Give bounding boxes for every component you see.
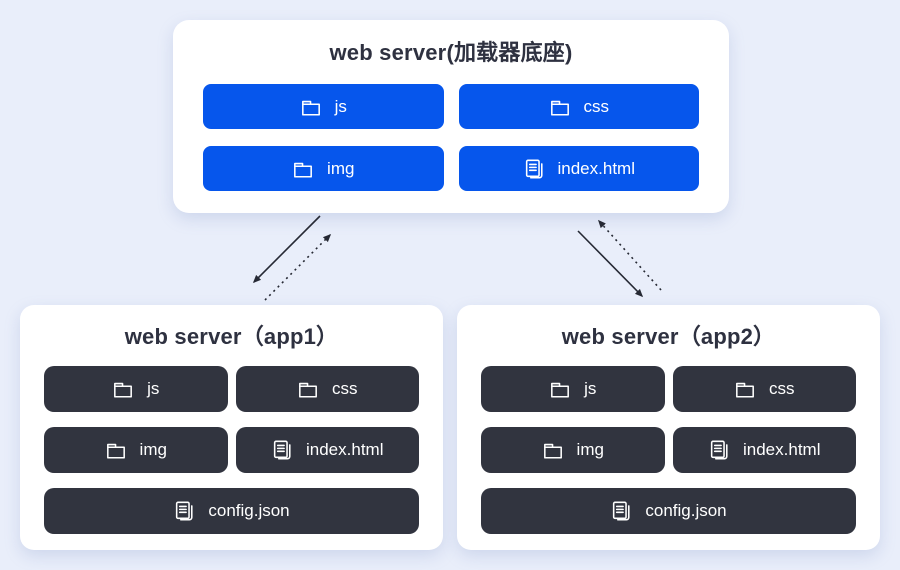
app1-item-css: css xyxy=(235,366,419,412)
arrow-loader-to-app1 xyxy=(252,215,321,284)
folder-icon xyxy=(297,379,319,399)
folder-icon xyxy=(292,159,314,179)
app2-item-js: js xyxy=(481,366,665,412)
folder-icon xyxy=(300,97,322,117)
app1-button-grid: js css img index.html config.json xyxy=(44,366,419,534)
arrow-loader-to-app2 xyxy=(577,230,644,298)
app2-card: web server（app2） js css img index.html xyxy=(457,305,880,550)
app2-item-config-json-label: config.json xyxy=(645,501,727,520)
app1-card-title: web server（app1） xyxy=(124,324,339,349)
file-icon xyxy=(708,439,730,461)
loader-item-index-html: index.html xyxy=(458,146,699,191)
app1-item-config-json: config.json xyxy=(44,488,419,534)
app1-item-js-label: js xyxy=(147,379,160,398)
folder-icon xyxy=(734,379,756,399)
app1-item-img: img xyxy=(44,427,228,473)
loader-card-title: web server(加载器底座) xyxy=(329,40,573,65)
app2-item-index-html: index.html xyxy=(672,427,856,473)
app1-item-index-html: index.html xyxy=(235,427,419,473)
folder-icon xyxy=(105,440,127,460)
loader-item-css: css xyxy=(458,84,699,129)
loader-button-grid: js css img index.html xyxy=(203,84,699,191)
file-icon xyxy=(610,500,632,522)
loader-item-js-label: js xyxy=(334,96,347,116)
folder-icon xyxy=(549,379,571,399)
file-icon xyxy=(271,439,293,461)
app2-item-js-label: js xyxy=(584,379,597,398)
folder-icon xyxy=(542,440,564,460)
folder-icon xyxy=(549,97,571,117)
app1-item-js: js xyxy=(44,366,228,412)
loader-item-img: img xyxy=(203,146,444,191)
app2-item-index-html-label: index.html xyxy=(743,440,821,459)
app2-item-css: css xyxy=(672,366,856,412)
loader-card: web server(加载器底座) js css img index.html xyxy=(173,20,729,213)
app1-item-css-label: css xyxy=(332,379,358,398)
app1-item-img-label: img xyxy=(139,440,167,459)
loader-item-css-label: css xyxy=(583,96,610,116)
app2-item-config-json: config.json xyxy=(481,488,856,534)
app1-card: web server（app1） js css img index.html xyxy=(20,305,443,550)
file-icon xyxy=(523,158,545,180)
app2-card-title: web server（app2） xyxy=(561,324,776,349)
loader-item-img-label: img xyxy=(327,158,355,178)
arrow-app2-to-loader xyxy=(597,219,662,291)
folder-icon xyxy=(112,379,134,399)
app1-item-config-json-label: config.json xyxy=(208,501,290,520)
app2-button-grid: js css img index.html config.json xyxy=(481,366,856,534)
app2-item-img-label: img xyxy=(576,440,604,459)
arrow-app1-to-loader xyxy=(264,233,332,301)
loader-item-js: js xyxy=(203,84,444,129)
loader-item-index-html-label: index.html xyxy=(557,158,635,178)
app1-item-index-html-label: index.html xyxy=(306,440,384,459)
app2-item-img: img xyxy=(481,427,665,473)
app2-item-css-label: css xyxy=(769,379,795,398)
file-icon xyxy=(173,500,195,522)
